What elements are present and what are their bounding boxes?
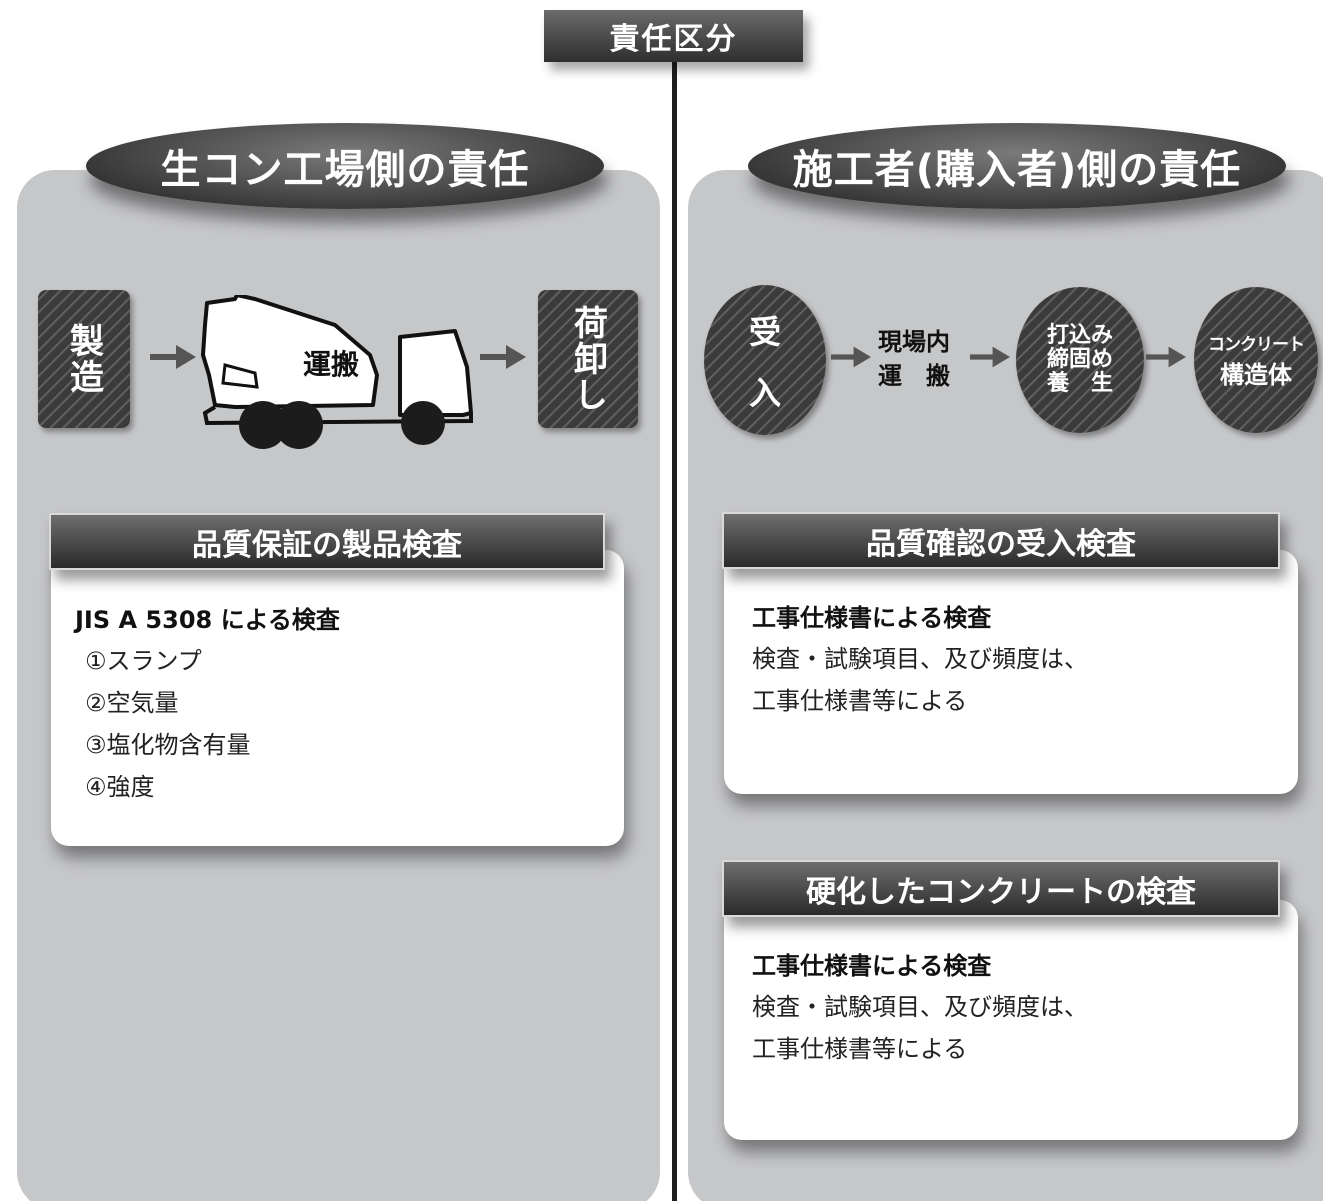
flow-placing-line3: 養 生 — [1046, 371, 1113, 396]
flow-transport: 現場内 運 搬 — [878, 325, 950, 393]
flow-transport-line1: 現場内 — [878, 328, 950, 356]
flow-unloading-label: 荷卸し — [567, 305, 608, 413]
arrow-right-icon — [831, 342, 871, 372]
arrow-right-icon — [150, 342, 196, 372]
right-inspection-1-heading: 工事仕様書による検査 — [752, 604, 992, 632]
right-inspection-1-line1: 検査・試験項目、及び頻度は、 — [752, 645, 1088, 673]
flow-placing: 打込み 締固め 養 生 — [1016, 287, 1144, 433]
flow-unloading: 荷卸し — [538, 290, 638, 428]
flow-placing-line1: 打込み — [1046, 323, 1113, 348]
left-inspection-item: ②空気量 — [85, 689, 179, 717]
flow-structure-line2: 構造体 — [1220, 361, 1292, 389]
left-inspection-item: ①スランプ — [85, 647, 202, 675]
flow-structure-line1: コンクリート — [1208, 335, 1305, 355]
right-inspection-box-2: 工事仕様書による検査 検査・試験項目、及び頻度は、 工事仕様書等による — [724, 900, 1298, 1140]
left-inspection-item: ④強度 — [85, 773, 155, 801]
flow-receive-line2: 入 — [748, 373, 781, 412]
right-section-1-header: 品質確認の受入検査 — [722, 512, 1280, 569]
flow-receive-line1: 受 — [748, 312, 781, 351]
flow-structure: コンクリート 構造体 — [1194, 287, 1318, 433]
flow-receive: 受 入 — [704, 285, 826, 435]
right-inspection-1-line2: 工事仕様書等による — [752, 687, 968, 715]
flow-manufacture-label: 製造 — [63, 323, 104, 395]
flow-transport-line2: 運 搬 — [878, 362, 950, 390]
right-inspection-2-heading: 工事仕様書による検査 — [752, 952, 992, 980]
left-section-header: 品質保証の製品検査 — [49, 513, 605, 570]
right-inspection-2-line1: 検査・試験項目、及び頻度は、 — [752, 993, 1088, 1021]
flow-placing-line2: 締固め — [1046, 347, 1113, 372]
left-inspection-box: JIS A 5308 による検査 ①スランプ ②空気量 ③塩化物含有量 ④強度 — [51, 550, 624, 846]
center-divider — [672, 62, 677, 1201]
right-inspection-2-line2: 工事仕様書等による — [752, 1035, 968, 1063]
flow-manufacture: 製造 — [38, 290, 130, 428]
arrow-right-icon — [480, 342, 526, 372]
arrow-right-icon — [1146, 342, 1186, 372]
truck-label: 運搬 — [303, 348, 360, 381]
right-section-2-header: 硬化したコンクリートの検査 — [722, 860, 1280, 917]
right-title: 施工者(購入者)側の責任 — [748, 123, 1286, 209]
right-inspection-box-1: 工事仕様書による検査 検査・試験項目、及び頻度は、 工事仕様書等による — [724, 550, 1298, 794]
left-inspection-heading: JIS A 5308 による検査 — [75, 606, 340, 634]
left-inspection-item: ③塩化物含有量 — [85, 731, 251, 759]
arrow-right-icon — [970, 342, 1010, 372]
mixer-truck-icon — [195, 293, 480, 455]
left-title: 生コン工場側の責任 — [86, 123, 604, 209]
responsibility-tab: 責任区分 — [544, 10, 803, 62]
